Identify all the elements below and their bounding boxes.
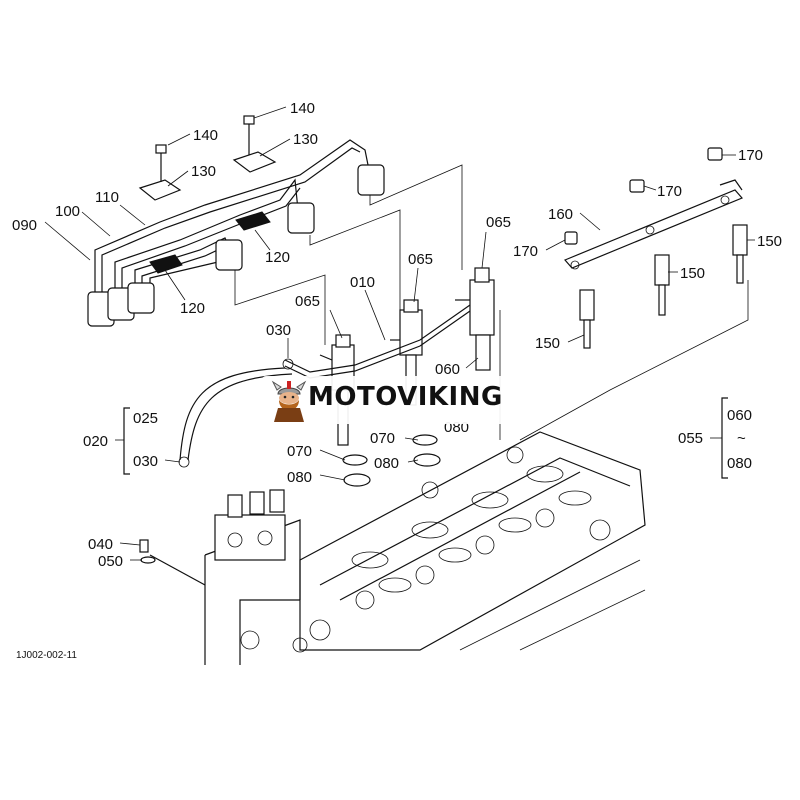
label-065-a: 065: [486, 214, 511, 231]
cylinder-head-drawing: [204, 431, 646, 665]
label-150-b: 150: [680, 265, 705, 282]
label-055-range-end: 080: [727, 455, 752, 472]
label-025: 025: [133, 410, 158, 427]
label-170-c: 170: [513, 243, 538, 260]
label-050: 050: [98, 553, 123, 570]
label-060-a: 060: [435, 361, 460, 378]
label-140-b: 140: [193, 127, 218, 144]
label-100: 100: [55, 203, 80, 220]
label-065-b: 065: [408, 251, 433, 268]
label-120-a: 120: [265, 249, 290, 266]
label-070-b: 070: [370, 430, 395, 447]
label-055-range-start: 060: [727, 407, 752, 424]
bleed-screw: [139, 539, 206, 586]
label-055-range-tilde: ~: [737, 430, 746, 447]
injection-pipes: [87, 115, 385, 327]
label-140-a: 140: [290, 100, 315, 117]
label-170-a: 170: [738, 147, 763, 164]
label-020: 020: [83, 433, 108, 450]
label-160: 160: [548, 206, 573, 223]
leader-lines: [44, 106, 755, 561]
clamp-bolts: [155, 115, 255, 182]
label-030-a: 030: [266, 322, 291, 339]
label-065-c: 065: [295, 293, 320, 310]
glow-plug-nuts: [564, 147, 723, 245]
head-valve-ports: [240, 446, 611, 653]
sealing-washers: [342, 434, 441, 487]
viking-mascot-icon: [271, 380, 307, 422]
glow-plug-lead: [563, 179, 744, 270]
reference-code: 1J002-002-11: [16, 650, 77, 661]
label-130-a: 130: [293, 131, 318, 148]
label-150-c: 150: [535, 335, 560, 352]
brand-watermark: MOTOVIKING: [262, 376, 536, 424]
label-130-b: 130: [191, 163, 216, 180]
label-080-a: 080: [287, 469, 312, 486]
label-070-a: 070: [287, 443, 312, 460]
label-030-b: 030: [133, 453, 158, 470]
label-040: 040: [88, 536, 113, 553]
group-brackets: [115, 397, 728, 479]
glow-plugs: [579, 224, 748, 349]
label-080-b: 080: [374, 455, 399, 472]
label-090: 090: [12, 217, 37, 234]
brand-watermark-text: MOTOVIKING: [308, 382, 503, 412]
pipe-end-nuts: [87, 164, 385, 327]
label-055: 055: [678, 430, 703, 447]
label-010: 010: [350, 274, 375, 291]
label-150-a: 150: [757, 233, 782, 250]
label-110: 110: [95, 189, 119, 206]
label-170-b: 170: [657, 183, 682, 200]
label-120-b: 120: [180, 300, 205, 317]
injection-pump-body: [214, 489, 286, 561]
